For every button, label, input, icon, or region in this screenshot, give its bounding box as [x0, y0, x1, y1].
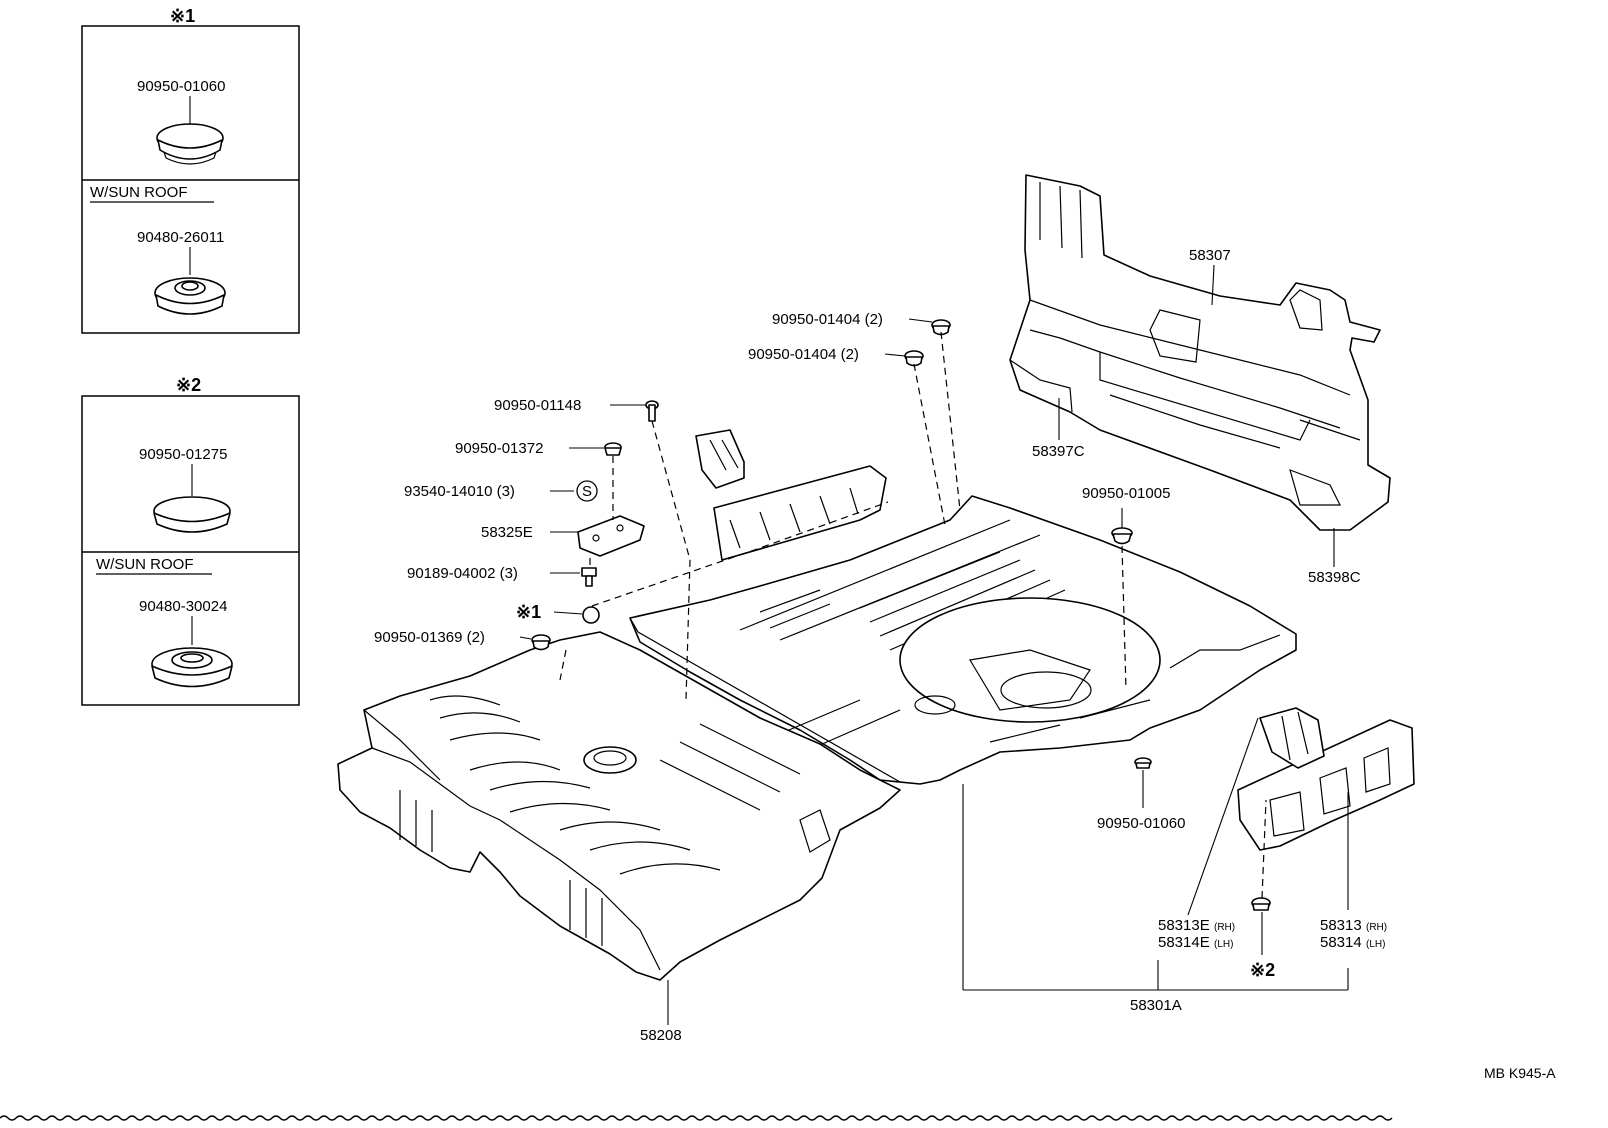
bracket-58325e — [577, 515, 645, 557]
sunroof-plug-icon — [151, 647, 233, 688]
label-90950-01369[interactable]: 90950-01369 (2) — [374, 629, 485, 646]
clip-90950-01148 — [645, 400, 659, 422]
label-90950-01404-a[interactable]: 90950-01404 (2) — [772, 311, 883, 328]
inset-1: ※1 90950-01060 W/SUN ROOF 90480-26011 — [81, 6, 300, 334]
rear-floor-pan — [629, 429, 1297, 785]
label-90950-01372[interactable]: 90950-01372 — [455, 440, 543, 457]
inset-2-frame — [81, 395, 300, 706]
label-58325e[interactable]: 58325E — [481, 524, 533, 541]
label-ref1[interactable]: ※1 — [516, 602, 541, 622]
plug-90950-01060 — [1134, 757, 1152, 769]
label-90950-01060[interactable]: 90950-01060 — [1097, 815, 1185, 832]
fastener-90950-01404-b — [904, 350, 924, 367]
side-extension — [1237, 707, 1415, 851]
label-58314e[interactable]: 58314E — [1158, 934, 1210, 951]
bolt-90189-04002 — [581, 567, 597, 587]
label-93540-14010[interactable]: 93540-14010 (3) — [404, 483, 515, 500]
inset-2: ※2 90950-01275 W/SUN ROOF 90480-30024 — [81, 375, 300, 706]
leader-lines — [519, 318, 1349, 955]
label-90189-04002[interactable]: 90189-04002 (3) — [407, 565, 518, 582]
inset-2-marker: ※2 — [176, 375, 201, 395]
scan-edge — [0, 1115, 1393, 1121]
label-58313-rh: (RH) — [1366, 922, 1387, 933]
inset-2-bottom-part[interactable]: 90480-30024 — [139, 598, 227, 615]
label-58398c[interactable]: 58398C — [1308, 569, 1361, 586]
upper-back-panel — [1009, 174, 1391, 531]
label-90950-01148[interactable]: 90950-01148 — [494, 397, 581, 414]
inset-2-top-part[interactable]: 90950-01275 — [139, 446, 227, 463]
label-58314e-lh: (LH) — [1214, 939, 1233, 950]
plug-grommet-icon — [156, 123, 224, 165]
label-58301a[interactable]: 58301A — [1130, 997, 1182, 1014]
label-58307[interactable]: 58307 — [1189, 247, 1231, 264]
label-58397c[interactable]: 58397C — [1032, 443, 1085, 460]
front-floor-pan — [337, 631, 901, 981]
label-58314-lh: (LH) — [1366, 939, 1385, 950]
label-58208[interactable]: 58208 — [640, 1027, 682, 1044]
label-90950-01005[interactable]: 90950-01005 — [1082, 485, 1170, 502]
plug-cap-icon — [153, 496, 231, 533]
label-58313e-rh: (RH) — [1214, 922, 1235, 933]
label-90950-01404-b[interactable]: 90950-01404 (2) — [748, 346, 859, 363]
inset-1-bottom-part[interactable]: 90480-26011 — [137, 229, 224, 246]
label-58313e[interactable]: 58313E — [1158, 917, 1210, 934]
inset-1-sub-header: W/SUN ROOF — [90, 184, 188, 201]
plug-90950-01369 — [531, 634, 551, 651]
fastener-90950-01404-a — [931, 319, 951, 336]
s-marker-circle — [576, 480, 598, 502]
plug-ref2 — [1251, 897, 1271, 911]
sunroof-grommet-icon — [154, 277, 226, 315]
inset-2-sub-header: W/SUN ROOF — [96, 556, 194, 573]
plug-ref1 — [582, 606, 600, 624]
plug-90950-01372 — [604, 442, 622, 456]
s-marker: S — [582, 483, 592, 500]
diagram-code: MB K945-A — [1484, 1065, 1556, 1081]
label-ref2[interactable]: ※2 — [1250, 960, 1275, 980]
inset-1-marker: ※1 — [170, 6, 195, 26]
inset-1-top-part[interactable]: 90950-01060 — [137, 78, 225, 95]
label-58314[interactable]: 58314 — [1320, 934, 1362, 951]
label-58313[interactable]: 58313 — [1320, 917, 1362, 934]
plug-90950-01005 — [1111, 527, 1133, 545]
